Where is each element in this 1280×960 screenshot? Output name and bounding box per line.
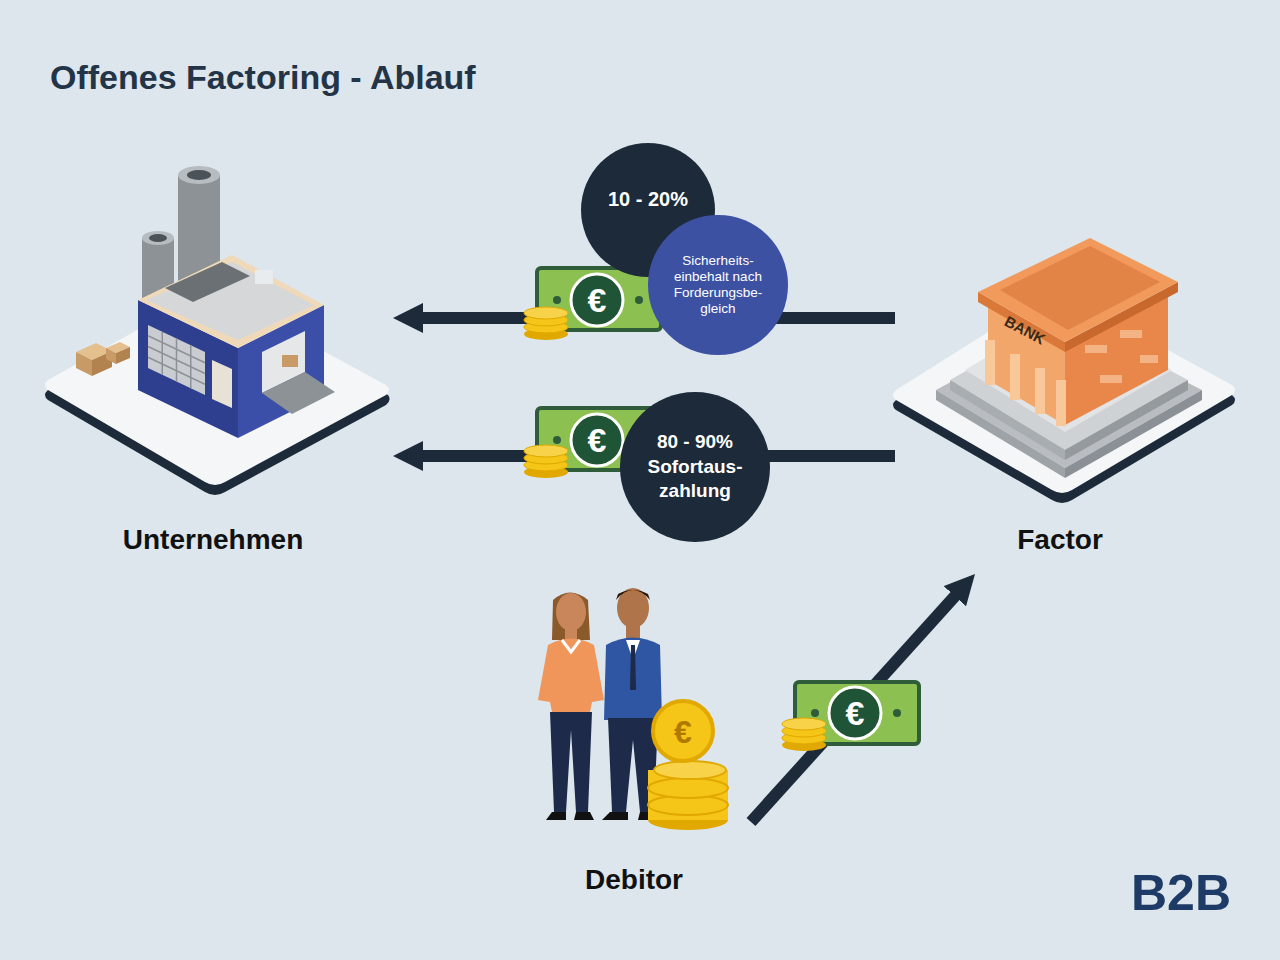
coin-stack bbox=[782, 718, 826, 730]
coin-stack bbox=[524, 445, 568, 457]
man-figure bbox=[616, 590, 650, 600]
coin-stack bbox=[654, 761, 726, 779]
bank-building bbox=[1000, 246, 1160, 330]
euro-bill bbox=[571, 274, 623, 326]
company-tile: Unternehmen bbox=[53, 150, 373, 560]
cardboard-box bbox=[76, 352, 92, 376]
flow-arrow bbox=[751, 589, 962, 822]
factory-building bbox=[178, 166, 220, 184]
bank-building bbox=[1140, 355, 1158, 363]
factory-building bbox=[165, 262, 250, 302]
factory-building bbox=[138, 166, 335, 438]
factory-window-grid bbox=[148, 347, 205, 374]
coin-stack bbox=[782, 718, 826, 751]
factory-window-grid bbox=[148, 332, 205, 389]
factory-building bbox=[187, 170, 211, 180]
coin-stack bbox=[648, 701, 728, 830]
cardboard-box bbox=[106, 348, 116, 364]
woman-figure bbox=[538, 639, 604, 713]
euro-symbol: € bbox=[588, 423, 607, 457]
factory-building bbox=[262, 372, 335, 414]
man-figure bbox=[630, 645, 636, 690]
euro-bill bbox=[571, 414, 623, 466]
euro-bill bbox=[893, 709, 901, 717]
euro-bill bbox=[635, 296, 643, 304]
woman-figure bbox=[552, 593, 590, 641]
factory-building bbox=[142, 231, 174, 245]
coin-stack bbox=[524, 307, 568, 340]
man-figure bbox=[617, 588, 649, 628]
factor-tile: Factor bbox=[895, 230, 1225, 560]
bank-building bbox=[1100, 375, 1122, 383]
coin-stack bbox=[524, 307, 568, 319]
coin-stack bbox=[524, 445, 568, 478]
factory-window-grid bbox=[190, 345, 192, 388]
bank-building bbox=[1010, 354, 1020, 400]
euro-bill bbox=[553, 436, 561, 444]
node-label: Factor bbox=[1017, 524, 1103, 556]
node-label: Debitor bbox=[585, 864, 683, 896]
node-label: Unternehmen bbox=[123, 524, 303, 556]
woman-figure bbox=[574, 812, 594, 820]
bank-building bbox=[1035, 368, 1045, 414]
man-figure bbox=[602, 812, 628, 820]
woman-figure bbox=[562, 640, 580, 652]
coin-stack bbox=[648, 778, 728, 798]
circle-text: Sofortaus- zahlung bbox=[636, 455, 754, 504]
note-circle: Sicherheits- einbehalt nach Forderungsbe… bbox=[648, 215, 787, 354]
woman-figure bbox=[550, 712, 592, 812]
euro-bill bbox=[553, 296, 561, 304]
coin-stack bbox=[653, 701, 713, 761]
factory-building bbox=[255, 270, 273, 284]
brand-logo: B2B bbox=[1131, 868, 1231, 918]
man-figure bbox=[604, 638, 662, 721]
bank-building bbox=[1056, 380, 1066, 426]
factory-building bbox=[149, 234, 167, 242]
woman-figure bbox=[556, 593, 586, 631]
percentage-circle: 80 - 90%Sofortaus- zahlung bbox=[620, 392, 769, 541]
man-figure bbox=[626, 624, 640, 638]
factory-building bbox=[146, 262, 314, 340]
circle-text: 10 - 20% bbox=[608, 186, 688, 212]
euro-symbol: € bbox=[588, 283, 607, 317]
euro-symbol: € bbox=[846, 696, 865, 730]
woman-figure bbox=[538, 593, 604, 821]
bank-building bbox=[985, 340, 995, 385]
circle-text: Sicherheits- einbehalt nach Forderungsbe… bbox=[662, 253, 774, 318]
cardboard-box bbox=[116, 347, 130, 364]
woman-figure bbox=[565, 628, 577, 640]
factory-building bbox=[282, 355, 298, 367]
factory-building bbox=[212, 360, 232, 408]
diagram-title: Offenes Factoring - Ablauf bbox=[50, 58, 476, 97]
bank-building bbox=[978, 238, 1178, 426]
euro-bill bbox=[811, 709, 819, 717]
euro-symbol: € bbox=[674, 716, 692, 748]
bank-building bbox=[1120, 330, 1142, 338]
factory-building bbox=[148, 325, 205, 395]
euro-bill bbox=[829, 687, 881, 739]
debtor-tile: Debitor bbox=[529, 575, 739, 905]
factory-window-grid bbox=[148, 357, 205, 384]
circle-text: 80 - 90% bbox=[657, 430, 733, 455]
woman-figure bbox=[546, 812, 566, 820]
cardboard-box bbox=[76, 342, 130, 376]
bank-building bbox=[1085, 345, 1107, 353]
